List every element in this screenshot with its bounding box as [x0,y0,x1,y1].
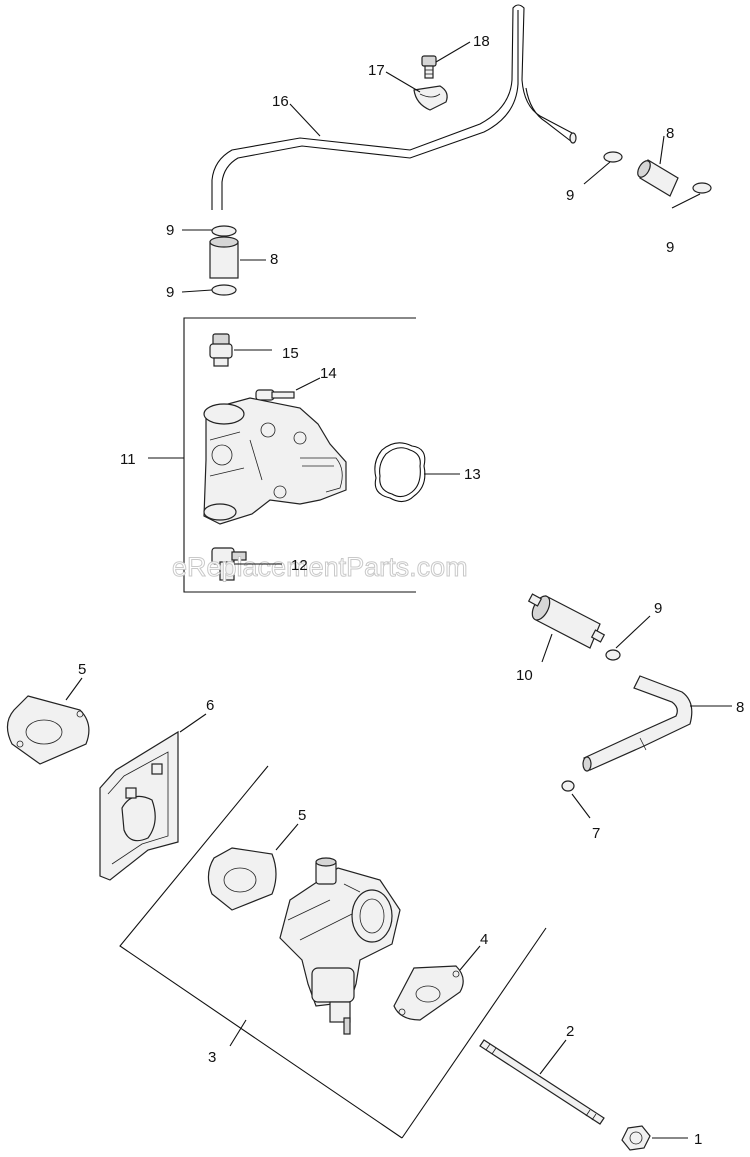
callout-16: 16 [272,93,289,110]
fuel-line-16 [211,4,577,210]
callout-labels: 18 17 16 8 9 9 9 8 9 15 14 11 13 12 9 10… [78,33,744,1148]
callout-4: 4 [480,931,488,948]
hose-8-right [603,151,712,197]
callout-1: 1 [694,1131,702,1148]
callout-9-top-right-a: 9 [566,187,574,204]
leader-lines [65,41,732,1139]
callout-9-left-a: 9 [166,222,174,239]
callout-3: 3 [208,1049,216,1066]
callout-9-top-right-b: 9 [666,239,674,256]
callout-9-filter: 9 [654,600,662,617]
callout-2: 2 [566,1023,574,1040]
callout-8-left: 8 [270,251,278,268]
callout-12: 12 [291,557,308,574]
callout-8-top-right: 8 [666,125,674,142]
watermark-text: eReplacementParts.com [172,552,468,582]
air-baffle-6 [99,730,179,881]
carburetor-assembly-3 [119,765,547,1139]
hose-8-lower [561,675,693,792]
gasket-5-upper [6,695,90,765]
stud-2 [479,1039,605,1125]
fuel-pump-assembly-11 [183,317,426,593]
callout-17: 17 [368,62,385,79]
callout-7: 7 [592,825,600,842]
screw-18 [421,55,437,79]
callout-5-upper: 5 [78,661,86,678]
callout-15: 15 [282,345,299,362]
callout-18: 18 [473,33,490,50]
callout-14: 14 [320,365,337,382]
callout-11: 11 [120,451,136,468]
callout-5-lower: 5 [298,807,306,824]
callout-10: 10 [516,667,533,684]
callout-13: 13 [464,466,481,483]
clamp-17 [413,85,448,111]
callout-6: 6 [206,697,214,714]
callout-9-left-b: 9 [166,284,174,301]
callout-8-lower: 8 [736,699,744,716]
fuel-filter-10 [527,593,621,661]
nut-1 [621,1125,651,1151]
hose-8-left [209,225,239,296]
